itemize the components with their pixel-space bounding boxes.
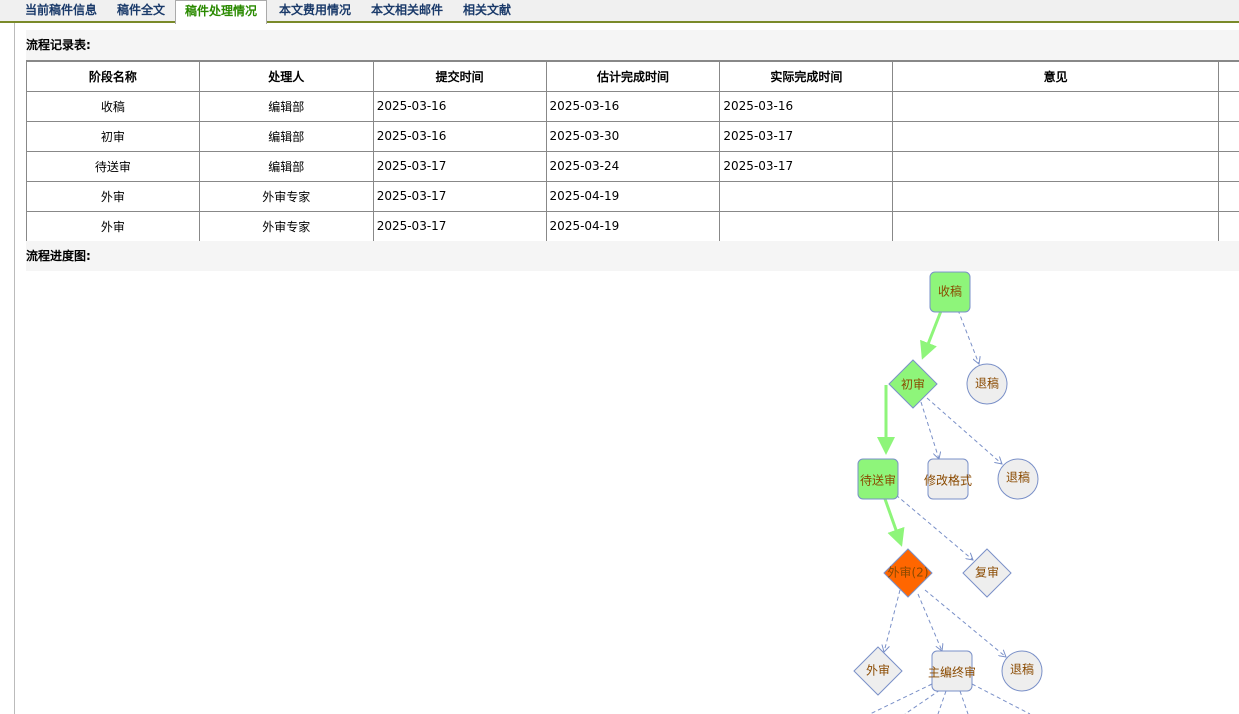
col-handler: 处理人	[198, 60, 374, 92]
diagram-section-title: 流程进度图:	[26, 241, 1239, 271]
table-cell	[1217, 210, 1239, 242]
node-label: 退稿	[1010, 662, 1034, 677]
table-cell: 2025-03-17	[719, 120, 894, 152]
node-external-review-current	[883, 548, 933, 598]
node-initial-review	[888, 359, 938, 409]
node-label: 收稿	[938, 284, 962, 299]
node-external-review	[853, 646, 903, 696]
table-cell	[892, 180, 1219, 212]
tab-full-text[interactable]: 稿件全文	[117, 3, 166, 17]
table-cell: 2025-03-17	[372, 150, 547, 182]
table-cell	[719, 210, 894, 242]
node-pending-review	[857, 458, 899, 500]
node-label: 外审	[866, 663, 890, 678]
node-label: 外审(2)	[888, 565, 929, 580]
table-cell	[892, 210, 1219, 242]
tab-bar: 当前稿件信息 稿件全文 稿件处理情况 本文费用情况 本文相关邮件 相关文献	[0, 0, 1239, 24]
node-label: 初审	[901, 377, 925, 392]
table-cell: 2025-03-30	[545, 120, 721, 152]
node-reject	[997, 458, 1039, 500]
edge-done	[883, 498, 905, 547]
node-label: 修改格式	[924, 473, 972, 488]
node-chief-final-review	[931, 650, 973, 692]
col-opinion: 意见	[892, 60, 1219, 92]
table-cell: 2025-03-17	[372, 210, 547, 242]
tab-fees[interactable]: 本文费用情况	[279, 3, 352, 17]
table-cell: 编辑部	[198, 90, 374, 122]
node-received	[929, 271, 971, 313]
left-border	[14, 22, 15, 714]
node-format-revision	[927, 458, 969, 500]
node-label: 待送审	[860, 473, 896, 488]
table-cell	[892, 120, 1219, 152]
tab-emails[interactable]: 本文相关邮件	[371, 3, 444, 17]
edge-done	[920, 310, 943, 360]
tab-manuscript-info[interactable]: 当前稿件信息	[25, 3, 98, 17]
table-cell: 2025-03-16	[719, 90, 894, 122]
node-re-review	[962, 548, 1012, 598]
col-submit-time: 提交时间	[372, 60, 547, 92]
tab-references[interactable]: 相关文献	[463, 3, 512, 17]
record-section-title: 流程记录表:	[26, 30, 1239, 60]
node-label: 主编终审	[928, 665, 976, 680]
table-cell: 外审	[26, 210, 200, 242]
tab-processing[interactable]: 稿件处理情况	[175, 0, 268, 24]
node-label: 退稿	[1006, 470, 1030, 485]
table-cell: 外审专家	[198, 210, 374, 242]
table-cell: 2025-04-19	[545, 210, 721, 242]
optional-edges	[869, 309, 1031, 714]
table-header: 阶段名称 处理人 提交时间 估计完成时间 实际完成时间 意见	[26, 60, 1239, 92]
node-label: 复审	[975, 565, 999, 580]
node-reject	[966, 363, 1008, 405]
node-reject	[1001, 650, 1043, 692]
col-estimated-time: 估计完成时间	[545, 60, 721, 92]
col-actual-time: 实际完成时间	[719, 60, 894, 92]
node-label: 退稿	[975, 376, 999, 391]
table-cell: 2025-03-17	[372, 180, 547, 212]
table-cell: 2025-03-16	[545, 90, 721, 122]
table-cell: 外审	[26, 180, 200, 212]
